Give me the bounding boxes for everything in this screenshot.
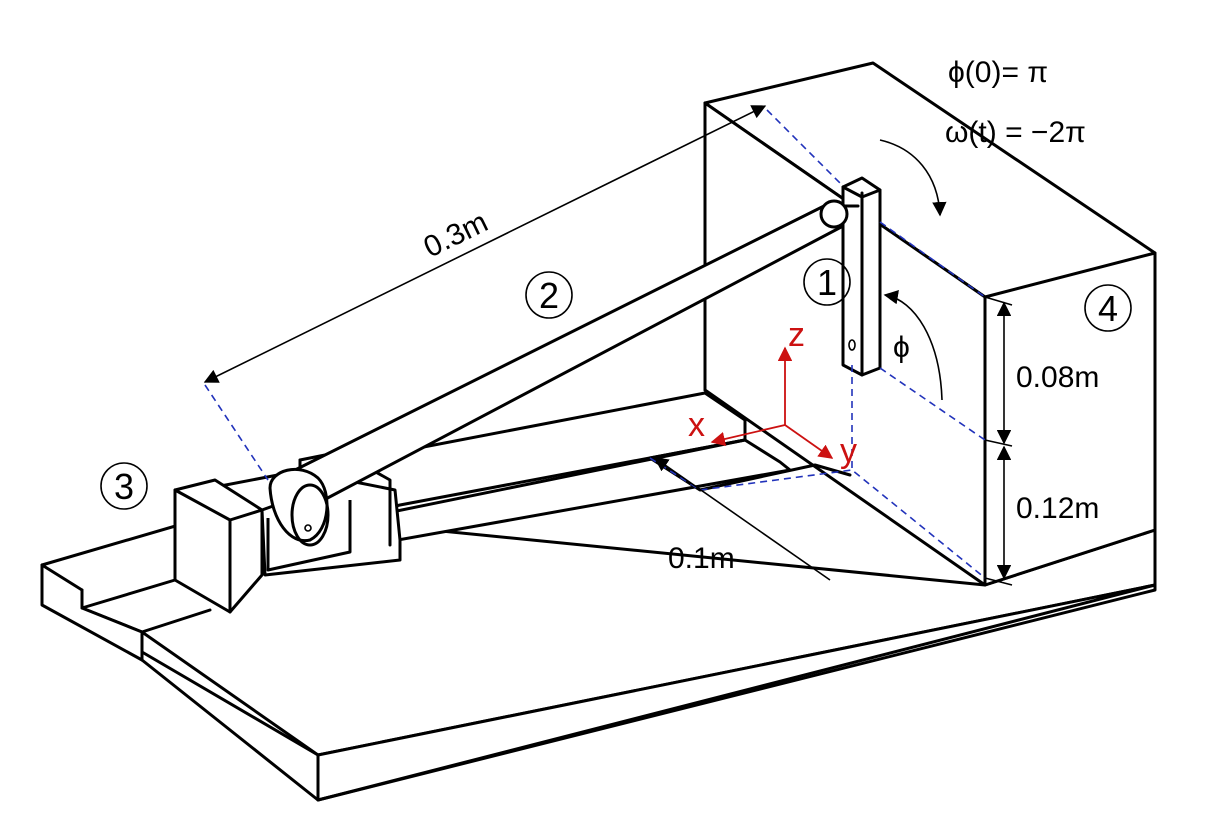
part-2-circle [525,271,573,319]
part-3-circle [100,462,148,510]
part-1-circle [803,258,851,306]
lower-height-label: 0.12m [1016,492,1099,525]
y-axis-label: y [840,432,857,470]
part-3-label: 3 [114,466,134,507]
hidden-lines [204,109,986,579]
offset-label: 0.1m [668,542,735,575]
part-4-circle [1084,284,1132,332]
phi-angle-label: ϕ [893,331,910,364]
base-plate [40,508,1157,802]
coordinate-axes: z x y [688,316,857,470]
part-4-label: 4 [1098,288,1118,329]
part-labels: 1 2 3 4 [100,258,1132,510]
part-2-label: 2 [539,275,559,316]
angular-velocity-label: ω(t) = −2π [945,116,1086,149]
x-axis-label: x [688,406,705,444]
part-1-label: 1 [817,262,837,303]
link-length-label: 0.3m [419,205,493,264]
initial-condition-label: ϕ(0)= π [948,56,1048,89]
dimension-lines [203,105,1013,586]
upper-height-label: 0.08m [1016,361,1099,394]
z-axis-label: z [788,316,805,354]
